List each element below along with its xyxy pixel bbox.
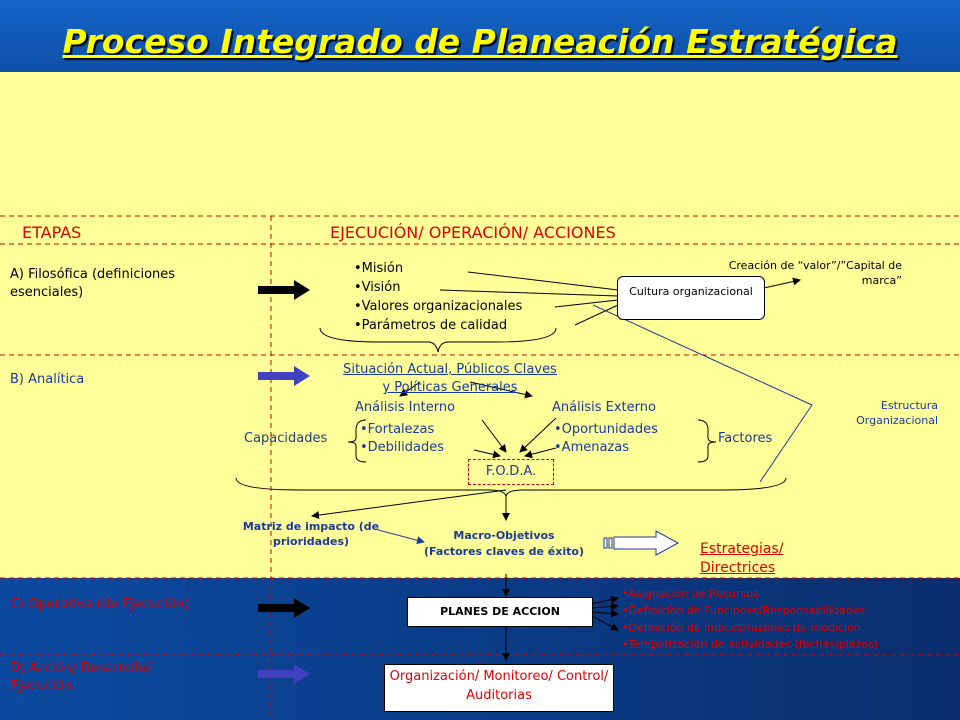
stage-b-label: B) Analítica bbox=[10, 372, 85, 387]
list-item: •Visión bbox=[354, 280, 401, 295]
list-item: •Valores organizacionales bbox=[354, 299, 523, 314]
cultura-box: Cultura organizacional bbox=[617, 276, 765, 320]
capacidades-label: Capacidades bbox=[244, 431, 328, 446]
external-list: •Oportunidades •Amenazas bbox=[554, 421, 658, 457]
list-item: •Asignación de Recursos bbox=[622, 587, 759, 600]
stage-arrows bbox=[258, 280, 310, 684]
list-item: •Parámetros de calidad bbox=[354, 318, 508, 333]
estructura-label: Estructura Organizacional bbox=[856, 399, 938, 427]
list-item: •Fortalezas bbox=[360, 422, 435, 437]
matriz-label: Matriz de impacto (de prioridades) bbox=[242, 520, 380, 548]
estrategias-arrow bbox=[603, 530, 680, 556]
header-etapas: ETAPAS bbox=[22, 223, 82, 242]
header-ejecucion: EJECUCIÓN/ OPERACIÓN/ ACCIONES bbox=[330, 223, 616, 242]
list-item: •Oportunidades bbox=[554, 422, 658, 437]
stage-a-arrow bbox=[258, 280, 310, 300]
foda-box: F.O.D.A. bbox=[468, 459, 554, 485]
stage-b-arrow bbox=[258, 366, 310, 386]
analisis-externo: Análisis Externo bbox=[552, 400, 656, 415]
situacion-text: Situación Actual, Públicos Claves y Polí… bbox=[343, 362, 557, 395]
internal-list: •Fortalezas •Debilidades bbox=[360, 421, 444, 457]
philosophy-list: •Misión •Visión •Valores organizacionale… bbox=[354, 259, 522, 335]
stage-d-arrow bbox=[258, 664, 310, 684]
list-item: •Amenazas bbox=[554, 440, 629, 455]
factores-label: Factores bbox=[718, 431, 773, 446]
list-item: •Debilidades bbox=[360, 440, 445, 455]
macro-label: Macro-Objetivos (Factores claves de éxit… bbox=[424, 529, 584, 558]
stage-c-label: C) Operativa (de Ejecución) bbox=[10, 597, 190, 612]
list-item: •Misión bbox=[354, 261, 404, 276]
list-item: •Definición de Funciones/Responsabilidad… bbox=[622, 604, 866, 617]
organizacion-box: Organización/ Monitoreo/ Control/ Audito… bbox=[384, 664, 614, 712]
analisis-interno: Análisis Interno bbox=[355, 400, 456, 415]
title-bar bbox=[0, 0, 960, 72]
stage-a-label: A) Filosófica (definiciones esenciales) bbox=[10, 267, 176, 300]
stage-c-arrow bbox=[258, 598, 310, 618]
action-list: •Asignación de Recursos •Definición de F… bbox=[622, 585, 952, 653]
list-item: •Definición de índices/razones de medici… bbox=[622, 621, 861, 634]
stage-d-label: D) Acción/ Desarrollo/ Ejecución bbox=[10, 661, 151, 694]
creacion-valor: Creación de “valor”/”Capital de marca” bbox=[728, 259, 902, 287]
page-title: Proceso Integrado de Planeación Estratég… bbox=[62, 22, 898, 61]
planes-box: PLANES DE ACCION bbox=[407, 597, 593, 627]
estrategias-label: Estrategias/ Directrices bbox=[700, 541, 784, 576]
list-item: •Temporización de actividades (fechas/pl… bbox=[622, 638, 879, 651]
